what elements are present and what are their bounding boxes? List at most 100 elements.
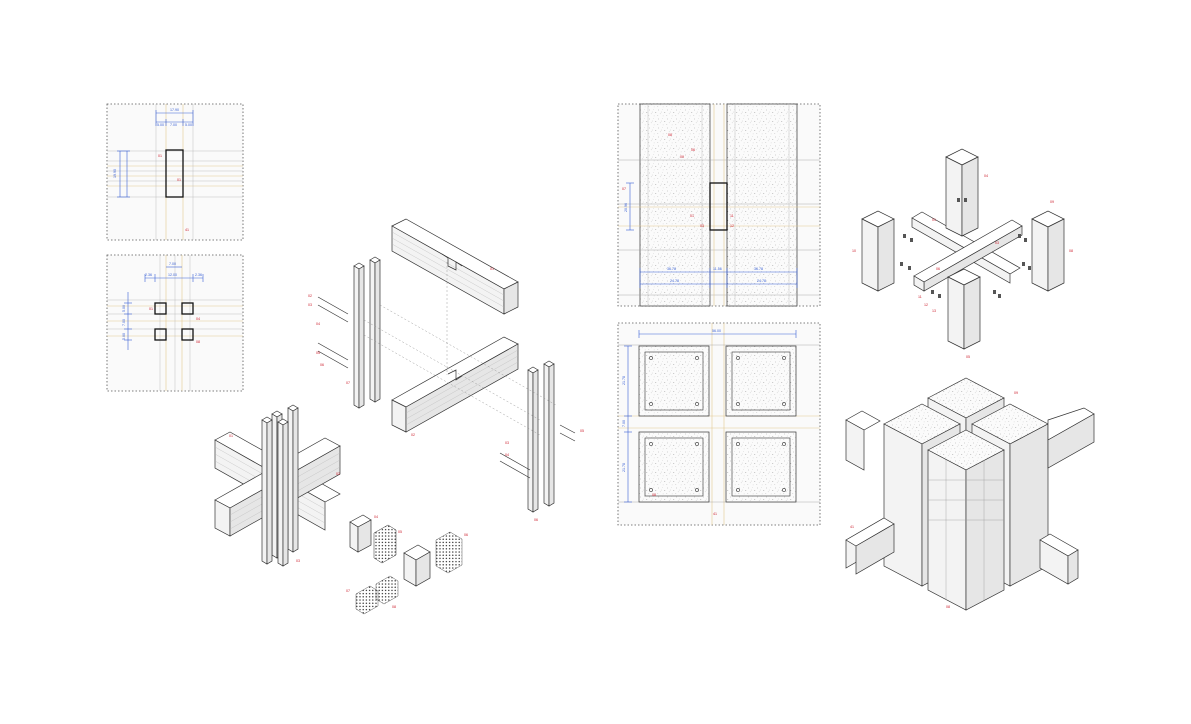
concrete-b-tag-1: 41 [713,512,717,516]
plan-b-column-4 [181,328,194,341]
plan-b-tag-right: 04 [196,317,200,321]
exploded-bolts-left [317,296,349,369]
concrete-b-dim-top: 56.00 [712,329,721,333]
concrete-a-tag-8: 12 [730,224,734,228]
concrete-a-dim-4: 24.78 [670,279,679,283]
iso-exploded-hybrid-joint: 04 09 08 01 03 11 12 13 10 06 05 [852,148,1073,359]
iso-small-tag-9: 10 [852,249,856,253]
concrete-b-dim-1: 21.78 [622,376,626,385]
exploded-assembly-guides [363,262,557,436]
iso-small-tag-6: 11 [918,295,922,299]
exploded-lower-beam [391,336,519,433]
connector-plates-exploded: 04 05 06 07 08 [346,514,468,615]
exploded-tag-12: 06 [534,518,538,522]
plan-a-column-joint: 17.90 5.00 7.00 5.00 19.90 01 01 41 [106,103,244,241]
iso-small-connectors [900,198,1031,298]
iso-large-tag-2: 41 [850,525,854,529]
concrete-square-4 [725,431,797,503]
concrete-square-3 [638,431,710,503]
plate-tag-5: 08 [392,605,396,609]
concrete-b-dim-3: 21.78 [622,463,626,472]
plan-b-dim-side-a: 5.00 [122,305,126,312]
plan-a-tag-mid: 01 [177,178,181,182]
plan-a-dim-top-total: 17.90 [170,108,179,112]
exploded-tags: 02 03 04 05 06 07 01 02 03 04 05 06 [308,267,584,522]
plan-b-dim-side-c: 5.00 [122,333,126,340]
concrete-a-dim-6: 20.96 [624,203,628,212]
cross-tag-1: 01 [229,434,233,438]
iso-large-column-front [927,429,1005,611]
plan-b-dim-mid-a: 2.36 [145,273,152,277]
exploded-tag-1: 02 [308,294,312,298]
plan-b-column-1 [154,302,167,315]
concrete-square-2 [725,345,797,417]
exploded-tag-2: 03 [308,303,312,307]
concrete-plan-b: 56.00 21.78 7.00 21.78 41 08 [617,322,821,526]
iso-small-tag-5: 03 [995,241,999,245]
exploded-upper-beam [391,218,519,315]
iso-large-tag-1: 09 [1014,391,1018,395]
plan-a-dim-side: 19.90 [113,169,117,178]
concrete-plan-b-rebar [644,351,791,497]
concrete-a-tag-3: 09 [680,155,684,159]
timber-cross-assembly: 01 02 03 [214,404,341,567]
cross-posts [261,404,299,567]
exploded-tag-10: 04 [505,453,509,457]
plan-b-dim-mid-c: 2.36 [195,273,202,277]
iso-small-tag-7: 12 [924,303,928,307]
exploded-tag-3: 04 [316,322,320,326]
plan-a-tag-center: 01 [158,154,162,158]
plate-tag-3: 06 [464,533,468,537]
plan-a-tag-corner: 41 [185,228,189,232]
plate-tag-4: 07 [346,589,350,593]
plan-a-dim-top-mid: 7.00 [170,123,177,127]
exploded-tag-11: 05 [580,429,584,433]
concrete-plan-a-dims: 36.78 11.56 36.78 24.78 24.78 20.96 [624,182,798,288]
plan-b-dim-mid-b: 12.00 [168,273,177,277]
cross-tag-3: 03 [296,559,300,563]
concrete-b-tag-2: 08 [652,493,656,497]
concrete-a-dim-2: 11.56 [713,267,722,271]
concrete-a-tag-1: 08 [668,133,672,137]
concrete-a-tag-5: 01 [690,214,694,218]
concrete-column-left [639,103,711,307]
iso-large-tag-3: 08 [946,605,950,609]
exploded-tag-9: 03 [505,441,509,445]
plan-a-frame [106,103,244,241]
plan-a-dim-top-left: 5.00 [157,123,164,127]
iso-small-tag-11: 05 [966,355,970,359]
iso-small-tag-3: 08 [1069,249,1073,253]
iso-large-internal-lines [928,460,1004,600]
concrete-plan-a-timber-core [709,182,728,231]
iso-small-tag-4: 01 [932,218,936,222]
concrete-a-tag-2: 06 [691,148,695,152]
iso-small-tag-10: 06 [936,267,940,271]
iso-small-tag-8: 13 [932,309,936,313]
cross-tag-2: 02 [336,472,340,476]
plan-b-four-column-joint: 7.00 2.36 12.00 2.36 5.00 7.00 5.00 01 0… [106,254,244,392]
plan-a-column-section [165,149,184,198]
plan-b-column-2 [181,302,194,315]
exploded-timber-joint: 02 03 04 05 06 07 01 02 03 04 05 06 [308,218,584,522]
concrete-plan-b-dims: 56.00 21.78 7.00 21.78 [622,329,797,503]
plan-b-dim-side-b: 7.00 [122,319,126,326]
plan-b-dimensions: 7.00 2.36 12.00 2.36 5.00 7.00 5.00 [122,262,204,350]
concrete-a-tag-6: 03 [700,224,704,228]
iso-assembled-hybrid-joint: 09 41 08 [845,377,1095,611]
exploded-tag-6: 07 [346,381,350,385]
exploded-bolts-right [499,424,576,479]
plan-b-tag-left: 01 [149,307,153,311]
plan-b-dim-top: 7.00 [169,262,176,266]
concrete-a-dim-1: 36.78 [667,267,676,271]
concrete-plan-a: 36.78 11.56 36.78 24.78 24.78 20.96 08 0… [617,103,821,307]
concrete-a-tag-4: 07 [622,187,626,191]
concrete-b-dim-2: 7.00 [622,420,626,427]
concrete-square-1 [638,345,710,417]
exploded-right-posts [527,360,555,513]
concrete-column-right [726,103,798,307]
plan-b-tag-low: 08 [196,340,200,344]
exploded-left-posts [353,256,381,409]
iso-small-tag-1: 04 [984,174,988,178]
concrete-a-tag-7: 11 [730,214,734,218]
